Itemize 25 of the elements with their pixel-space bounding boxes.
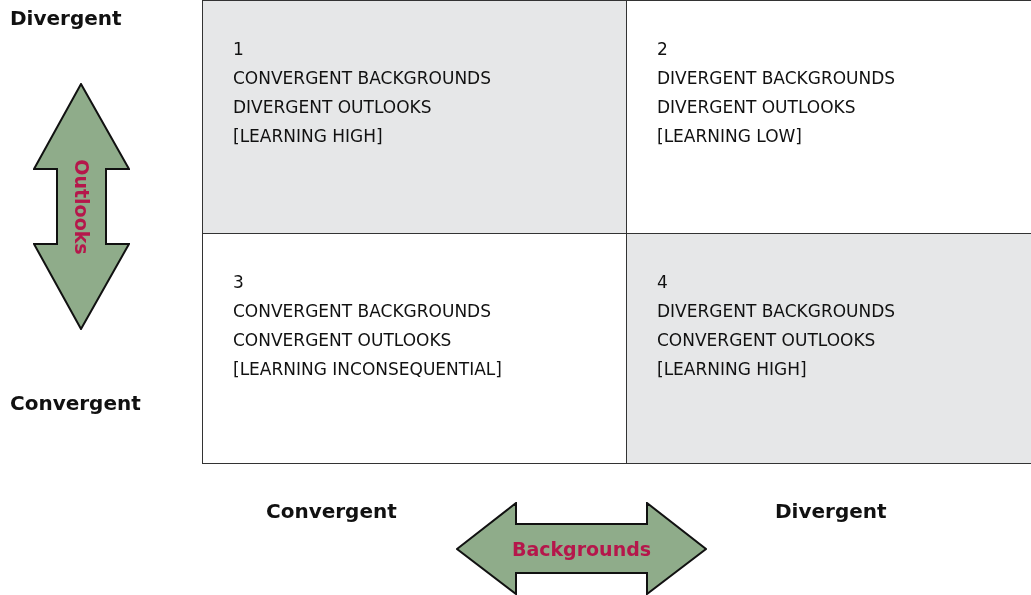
quadrant-text: CONVERGENT BACKGROUNDS (233, 67, 491, 90)
axis-end-label: Divergent (775, 499, 887, 523)
quadrant-text: [LEARNING HIGH] (233, 125, 383, 148)
matrix-cell (202, 233, 627, 464)
axis-title: Backgrounds (511, 538, 652, 560)
axis-end-label: Convergent (10, 391, 141, 415)
quadrant-text: [LEARNING HIGH] (657, 358, 807, 381)
matrix-cell (202, 0, 627, 234)
quadrant-number: 4 (657, 271, 668, 294)
quadrant-text: DIVERGENT BACKGROUNDS (657, 67, 896, 90)
quadrant-text: CONVERGENT OUTLOOKS (657, 329, 876, 352)
quadrant-text: CONVERGENT BACKGROUNDS (233, 300, 491, 323)
quadrant-text: CONVERGENT OUTLOOKS (233, 329, 452, 352)
axis-end-label: Divergent (10, 6, 122, 30)
quadrant-text: DIVERGENT OUTLOOKS (233, 96, 432, 119)
quadrant-number: 1 (233, 38, 244, 61)
axis-title: Outlooks (70, 158, 93, 255)
quadrant-number: 2 (657, 38, 668, 61)
matrix-cell (626, 233, 1031, 464)
quadrant-text: DIVERGENT BACKGROUNDS (657, 300, 896, 323)
quadrant-text: [LEARNING LOW] (657, 125, 802, 148)
quadrant-text: DIVERGENT OUTLOOKS (657, 96, 856, 119)
quadrant-number: 3 (233, 271, 244, 294)
axis-end-label: Convergent (266, 499, 397, 523)
quadrant-text: [LEARNING INCONSEQUENTIAL] (233, 358, 502, 381)
